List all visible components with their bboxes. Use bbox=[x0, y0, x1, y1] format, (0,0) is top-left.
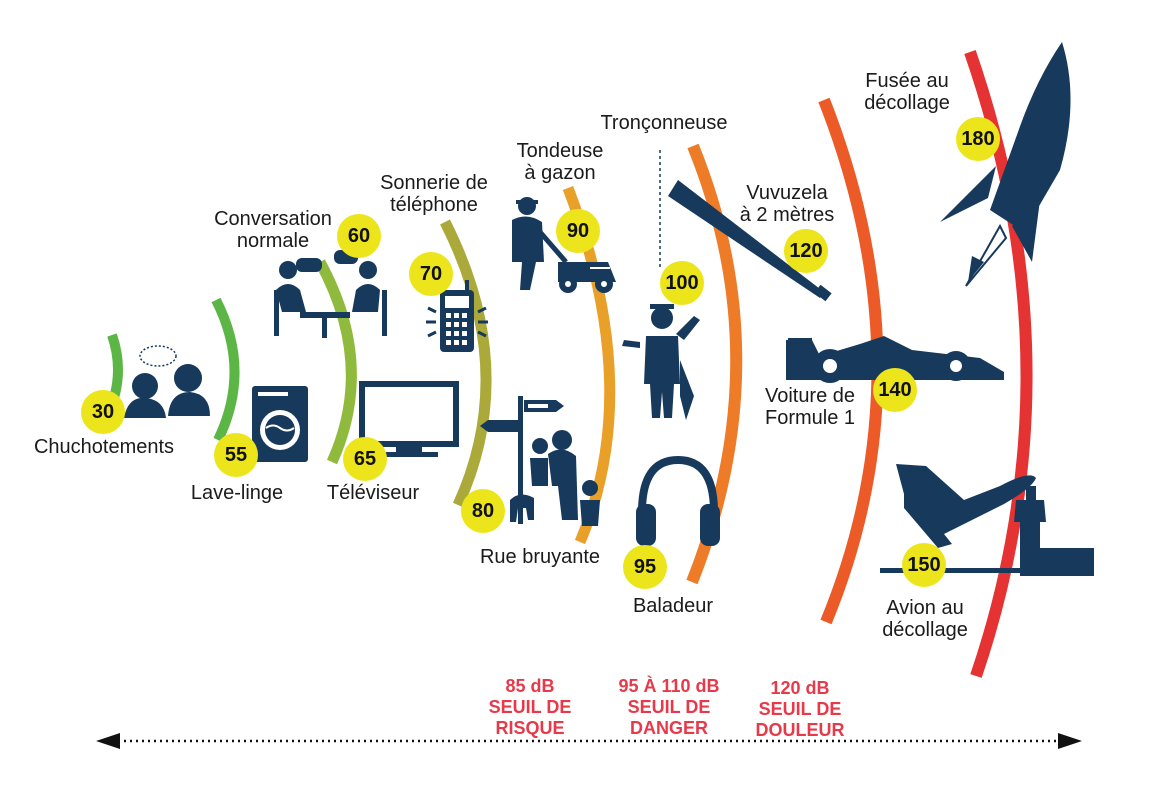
threshold-douleur: 120 dB SEUIL DE DOULEUR bbox=[755, 678, 845, 740]
street-icon bbox=[480, 396, 600, 526]
badge-150: 150 bbox=[902, 543, 946, 587]
badge-30: 30 bbox=[81, 390, 125, 434]
label-televiseur: Téléviseur bbox=[326, 482, 420, 504]
badge-65: 65 bbox=[343, 437, 387, 481]
chainsaw-worker-icon bbox=[622, 150, 700, 420]
label-tronconneuse: Tronçonneuse bbox=[600, 112, 728, 134]
badge-100: 100 bbox=[660, 261, 704, 305]
label-fusee: Fusée au décollage bbox=[864, 70, 950, 114]
badge-70: 70 bbox=[409, 252, 453, 296]
label-vuvuzela: Vuvuzela à 2 mètres bbox=[739, 182, 835, 226]
badge-60: 60 bbox=[337, 214, 381, 258]
label-telephone: Sonnerie de téléphone bbox=[380, 172, 488, 216]
left-arrow-icon bbox=[96, 733, 120, 749]
label-conversation: Conversation normale bbox=[214, 208, 332, 252]
label-formule1: Voiture de Formule 1 bbox=[764, 385, 856, 429]
phone-icon bbox=[426, 280, 488, 352]
label-chuchotements: Chuchotements bbox=[33, 436, 175, 458]
scale-axis bbox=[96, 733, 1082, 749]
label-baladeur: Baladeur bbox=[632, 595, 714, 617]
badge-55: 55 bbox=[214, 433, 258, 477]
badge-95: 95 bbox=[623, 545, 667, 589]
vuvuzela-icon bbox=[668, 180, 832, 302]
lawn-mower-icon bbox=[512, 197, 616, 293]
badge-80: 80 bbox=[461, 489, 505, 533]
washing-machine-icon bbox=[252, 386, 308, 462]
label-avion: Avion au décollage bbox=[882, 597, 968, 641]
threshold-risque: 85 dB SEUIL DE RISQUE bbox=[488, 676, 572, 738]
race-car-icon bbox=[786, 336, 1004, 383]
threshold-danger: 95 À 110 dB SEUIL DE DANGER bbox=[618, 676, 720, 738]
badge-90: 90 bbox=[556, 209, 600, 253]
icons bbox=[124, 42, 1094, 576]
arc-80 bbox=[440, 219, 492, 508]
whisper-icon bbox=[124, 345, 210, 418]
label-lave-linge: Lave-linge bbox=[190, 482, 284, 504]
airplane-icon bbox=[880, 464, 1094, 576]
arc-55 bbox=[211, 297, 240, 443]
badge-180: 180 bbox=[956, 117, 1000, 161]
label-rue: Rue bruyante bbox=[479, 546, 601, 568]
rocket-icon bbox=[940, 42, 1071, 287]
headphones-icon bbox=[636, 455, 720, 546]
label-tondeuse: Tondeuse à gazon bbox=[516, 140, 604, 184]
badge-140: 140 bbox=[873, 368, 917, 412]
badge-120: 120 bbox=[784, 229, 828, 273]
television-icon bbox=[359, 381, 459, 457]
arc-65 bbox=[315, 259, 357, 465]
right-arrow-icon bbox=[1058, 733, 1082, 749]
conversation-icon bbox=[274, 250, 387, 338]
